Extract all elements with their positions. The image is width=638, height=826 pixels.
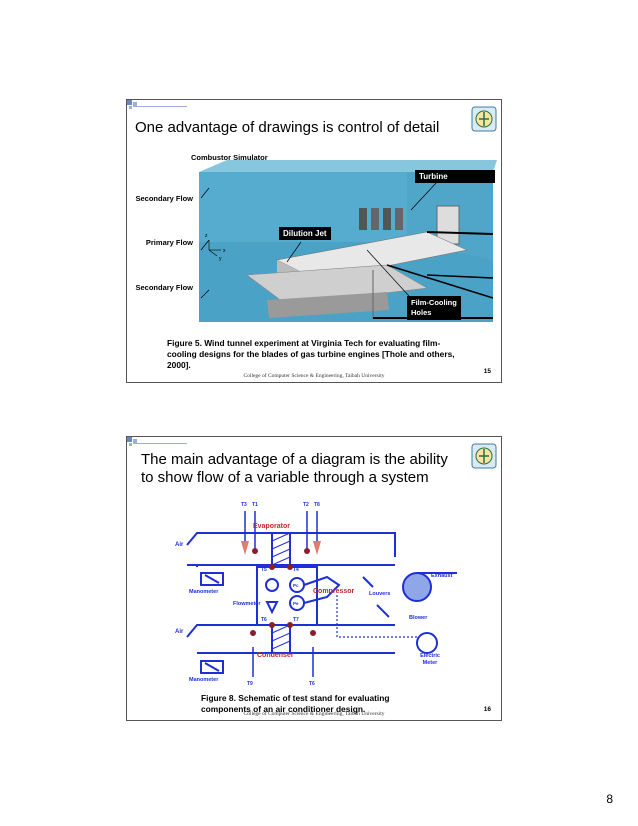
t4-label: T4 [293,567,299,573]
air-top-label: Air [175,542,184,548]
t6-bottom-label: T6 [309,681,315,687]
slide-title: The main advantage of a diagram is the a… [141,451,448,486]
t1-label: T1 [252,502,258,508]
secondary-flow-bottom-label: Secondary Flow [135,283,193,292]
axis-y-label: y [219,256,222,262]
manometer-bottom-label: Manometer [189,677,219,683]
secondary-flow-top-label: Secondary Flow [135,194,193,203]
flowmeter-label: Flowmeter [233,601,261,607]
t9-label: T9 [247,681,253,687]
manometer-top-label: Manometer [189,589,219,595]
t7-label: T7 [293,617,299,623]
pe-label: Pe [293,601,299,606]
slide-corner-decoration [127,100,187,112]
combustor-simulator-label: Combustor Simulator [191,153,268,162]
t2-label: T2 [303,502,309,508]
air-bottom-label: Air [175,629,184,635]
wind-tunnel-drawing [199,160,497,322]
figure-8-caption: Figure 8. Schematic of test stand for ev… [201,693,390,714]
slide-footer: College of Computer Science & Engineerin… [243,373,385,379]
air-conditioner-schematic [186,511,457,677]
axis-x-label: x [223,248,226,254]
university-logo-icon [471,106,497,132]
t5-label: T5 [261,567,267,573]
axis-z-label: z [205,233,208,239]
turbine-label: Turbine [415,170,495,183]
louvers-label: Louvers [369,591,391,597]
primary-flow-label: Primary Flow [145,238,193,247]
slide-footer: College of Computer Science & Engineerin… [243,711,385,717]
page-number: 8 [606,792,613,806]
condenser-label: Condenser [257,652,294,659]
slide-title: One advantage of drawings is control of … [135,119,440,136]
t8-label: T8 [314,502,320,508]
blower-label: Blower [409,615,428,621]
film-cooling-holes-label: Film-Cooling Holes [407,296,461,320]
slide-number: 16 [483,706,491,713]
figure-5-caption: Figure 5. Wind tunnel experiment at Virg… [167,338,455,370]
compressor-label: Compressor [313,588,355,595]
pc-label: Pc [293,583,299,588]
slide-16: The main advantage of a diagram is the a… [126,436,502,721]
slide-number: 15 [483,368,491,375]
dilution-jet-label: Dilution Jet [279,227,331,240]
electric-meter-label: Electric Meter [420,653,440,666]
t6-label: T6 [261,617,267,623]
university-logo-icon [471,443,497,469]
slide-corner-decoration [127,437,187,449]
slide-15: One advantage of drawings is control of … [126,99,502,383]
exhaust-label: Exhaust [431,573,453,579]
t3-label: T3 [241,502,247,508]
evaporator-label: Evaporator [253,523,290,530]
